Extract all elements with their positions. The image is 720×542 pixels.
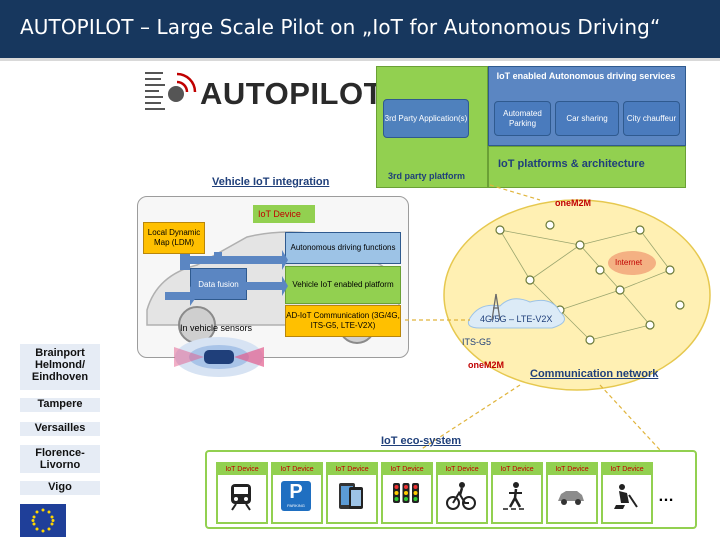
- ecosystem-box: [205, 450, 697, 529]
- vehicle-iot-device-box: [253, 205, 315, 223]
- logo-text: AUTOPILOT: [200, 76, 384, 111]
- page-title: AUTOPILOT – Large Scale Pilot on „IoT fo…: [20, 15, 661, 39]
- iot-device-label: IoT Device: [273, 464, 321, 475]
- iot-device-car: IoT Device: [546, 462, 598, 524]
- iot-device-smartphone: IoT Device: [326, 462, 378, 524]
- roadworks-icon: [614, 484, 638, 509]
- vehicle-platform-box: Vehicle IoT enabled platform: [285, 266, 401, 304]
- traffic-light-icon: [393, 483, 419, 503]
- smartphone-icon: [339, 483, 363, 509]
- service-car-sharing: Car sharing: [555, 101, 619, 136]
- internet-label: Internet: [615, 258, 643, 267]
- vehicle-integration-label: Vehicle IoT integration: [212, 176, 330, 188]
- iot-device-train: IoT Device: [216, 462, 268, 524]
- adhoc-comm-box: AD-IoT Communication (3G/4G, ITS-G5, LTE…: [285, 305, 401, 337]
- ecosystem-label: IoT eco-system: [381, 435, 462, 447]
- iot-device-label: IoT Device: [493, 464, 541, 475]
- autopilot-logo-icon: [145, 72, 197, 110]
- sidebar-item-florence: Florence-Livorno: [20, 445, 100, 473]
- vehicle-iot-device-label: IoT Device: [258, 209, 301, 219]
- cellular-label: 4G/5G – LTE-V2X: [480, 314, 553, 324]
- platforms-box: [488, 146, 686, 188]
- iot-device-roadworks: IoT Device: [601, 462, 653, 524]
- services-heading: IoT enabled Autonomous driving services: [496, 71, 676, 81]
- bicycle-icon: [446, 482, 476, 510]
- sensor-car-icon: [174, 337, 264, 377]
- iot-device-label: IoT Device: [548, 464, 596, 475]
- iot-device-label: IoT Device: [218, 464, 266, 475]
- eu-flag-icon: [20, 504, 66, 537]
- iot-device-label: IoT Device: [438, 464, 486, 475]
- car-icon: [558, 491, 584, 505]
- pedestrian-icon: [503, 482, 524, 510]
- parking-icon: P PARKING: [281, 481, 311, 511]
- sidebar-item-versailles: Versailles: [20, 422, 100, 436]
- sidebar-item-vigo: Vigo: [20, 481, 100, 495]
- iot-device-bicycle: IoT Device: [436, 462, 488, 524]
- parking-letter: P: [289, 481, 303, 503]
- train-icon: [231, 484, 251, 511]
- third-party-app-box: 3rd Party Application(s): [383, 99, 469, 138]
- iot-device-parking: IoT Device P PARKING: [271, 462, 323, 524]
- autonomous-functions-box: Autonomous driving functions: [285, 232, 401, 264]
- network-ellipse: [443, 199, 711, 391]
- iot-device-label: IoT Device: [603, 464, 651, 475]
- sensors-label: In vehicle sensors: [180, 323, 253, 333]
- ldm-box: Local Dynamic Map (LDM): [143, 222, 205, 254]
- data-flow-arrows-icon: [165, 250, 288, 306]
- onem2m-logo-bottom: oneM2M: [468, 360, 504, 370]
- platforms-label: IoT platforms & architecture: [498, 158, 645, 170]
- iot-device-label: IoT Device: [328, 464, 376, 475]
- onem2m-logo-top: oneM2M: [555, 198, 591, 208]
- its-label: ITS-G5: [462, 337, 492, 347]
- iot-device-label: IoT Device: [383, 464, 431, 475]
- iot-device-pedestrian: IoT Device: [491, 462, 543, 524]
- iot-device-traffic-light: IoT Device: [381, 462, 433, 524]
- service-city-chauffeur: City chauffeur: [623, 101, 680, 136]
- more-devices-ellipsis: …: [658, 488, 674, 505]
- sidebar-item-brainport: Brainport Helmond/ Eindhoven: [20, 344, 100, 390]
- parking-sub: PARKING: [287, 503, 305, 508]
- network-label: Communication network: [530, 368, 659, 380]
- service-automated-parking: Automated Parking: [494, 101, 551, 136]
- third-party-platform-label: 3rd party platform: [388, 171, 466, 181]
- sidebar-item-tampere: Tampere: [20, 398, 100, 412]
- title-bar: AUTOPILOT – Large Scale Pilot on „IoT fo…: [0, 0, 720, 61]
